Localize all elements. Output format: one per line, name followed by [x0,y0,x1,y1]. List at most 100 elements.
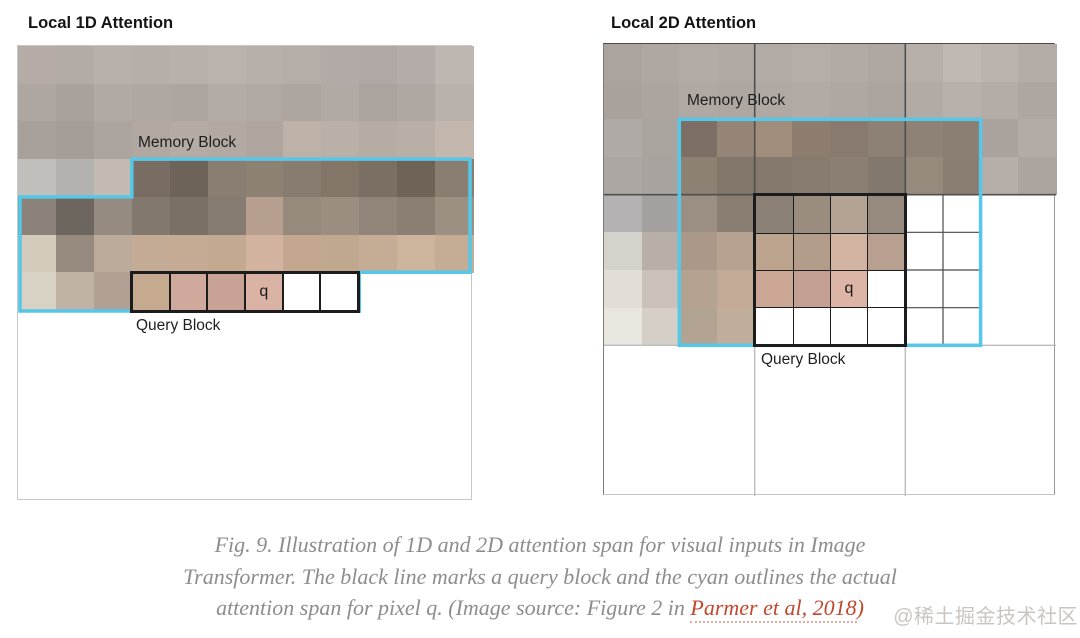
watermark: @稀土掘金技术社区 [893,606,1078,628]
memory-block-label-1d: Memory Block [138,134,237,151]
pixel-cell [93,196,133,236]
pixel-cell [321,121,360,160]
query-cell [866,269,904,307]
caption-line-3: attention span for pixel q. (Image sourc… [0,592,1080,624]
panel-2d-title: Local 2D Attention [611,14,757,32]
pixel-cell [245,234,284,273]
pixel-cell [717,44,756,83]
pixel-cell [905,81,944,120]
pixel-cell [679,194,718,233]
pixel-cell [717,307,756,346]
pixel-cell [679,81,718,120]
query-cell [133,274,169,310]
pixel-cell [641,81,680,120]
pixel-cell [131,121,171,160]
pixel-cell [679,270,718,309]
pixel-cell [792,119,831,158]
pixel-cell [867,119,906,158]
pixel-cell [717,194,756,233]
pixel-cell [245,196,284,236]
pixel-cell [754,44,793,83]
pixel-cell [55,83,95,122]
pixel-cell [980,81,1019,120]
pixel-cell [18,83,57,122]
pixel-cell [245,121,284,160]
query-cell [319,274,357,310]
pixel-cell [283,83,322,122]
pixel-cell [792,157,831,196]
query-block-label-1d: Query Block [136,317,221,334]
pixel-cell [321,159,360,198]
pixel-cell [169,121,209,160]
query-cell [829,196,867,234]
pixel-cell [359,234,398,273]
pixel-cell [943,81,982,120]
pixel-cell [18,46,57,85]
pixel-cell [641,270,680,309]
pixel-cell [980,44,1019,83]
pixel-cell [93,272,133,311]
caption-line-3-prefix: attention span for pixel q. (Image sourc… [216,595,691,621]
pixel-cell [207,196,247,236]
pixel-cell [754,81,793,120]
pixel-cell [641,194,680,233]
pixel-cell [131,46,171,85]
pixel-cell [980,157,1019,196]
pixel-cell [321,46,360,85]
caption-line-3-suffix: ) [856,595,864,621]
pixel-cell [207,121,247,160]
pixel-cell [55,121,95,160]
pixel-cell [283,234,322,273]
pixel-cell [18,272,57,311]
caption-line-1: Fig. 9. Illustration of 1D and 2D attent… [214,532,866,557]
pixel-cell [717,119,756,158]
pixel-cell [397,83,436,122]
query-cell [793,233,830,270]
pixel-cell [131,196,171,236]
pixel-cell [867,157,906,196]
pixel-cell [359,46,398,85]
query-block-1d: q [130,271,360,313]
source-link[interactable]: Parmer et al, 2018 [690,595,857,624]
pixel-cell [93,121,133,160]
pixel-cell [604,44,643,83]
pixel-cell [679,44,718,83]
pixel-cell [679,157,718,196]
query-cell [793,306,830,344]
pixel-cell [604,119,643,158]
pixel-cell [830,44,869,83]
pixel-cell [717,270,756,309]
pixel-cell [604,270,643,309]
pixel-cell [604,157,643,196]
pixel-cell [131,83,171,122]
pixel-cell [980,119,1019,158]
pixel-cell [131,159,171,198]
pixel-cell [1018,44,1057,83]
panel-1d-title: Local 1D Attention [28,14,174,32]
pixel-cell [55,234,95,273]
pixel-cell [397,159,436,198]
pixel-cell [397,196,436,236]
query-pixel-q: q [244,274,282,310]
panel-2d: Memory Block q Query Block [603,43,1057,496]
pixel-cell [283,159,322,198]
pixel-cell [55,159,95,198]
pixel-cell [397,121,436,160]
pixel-cell [943,157,982,196]
pixel-cell [867,44,906,83]
pixel-cell [93,83,133,122]
query-cell [829,306,867,344]
pixel-cell [905,44,944,83]
pixel-cell [717,232,756,271]
pixel-cell [435,121,474,160]
query-cell [866,233,904,270]
pixel-cell [245,159,284,198]
pixel-cell [131,234,171,273]
pixel-cell [604,232,643,271]
pixel-cell [245,46,284,85]
pixel-cell [321,196,360,236]
pixel-cell [435,196,474,236]
pixel-cell [359,121,398,160]
pixel-cell [435,46,474,85]
